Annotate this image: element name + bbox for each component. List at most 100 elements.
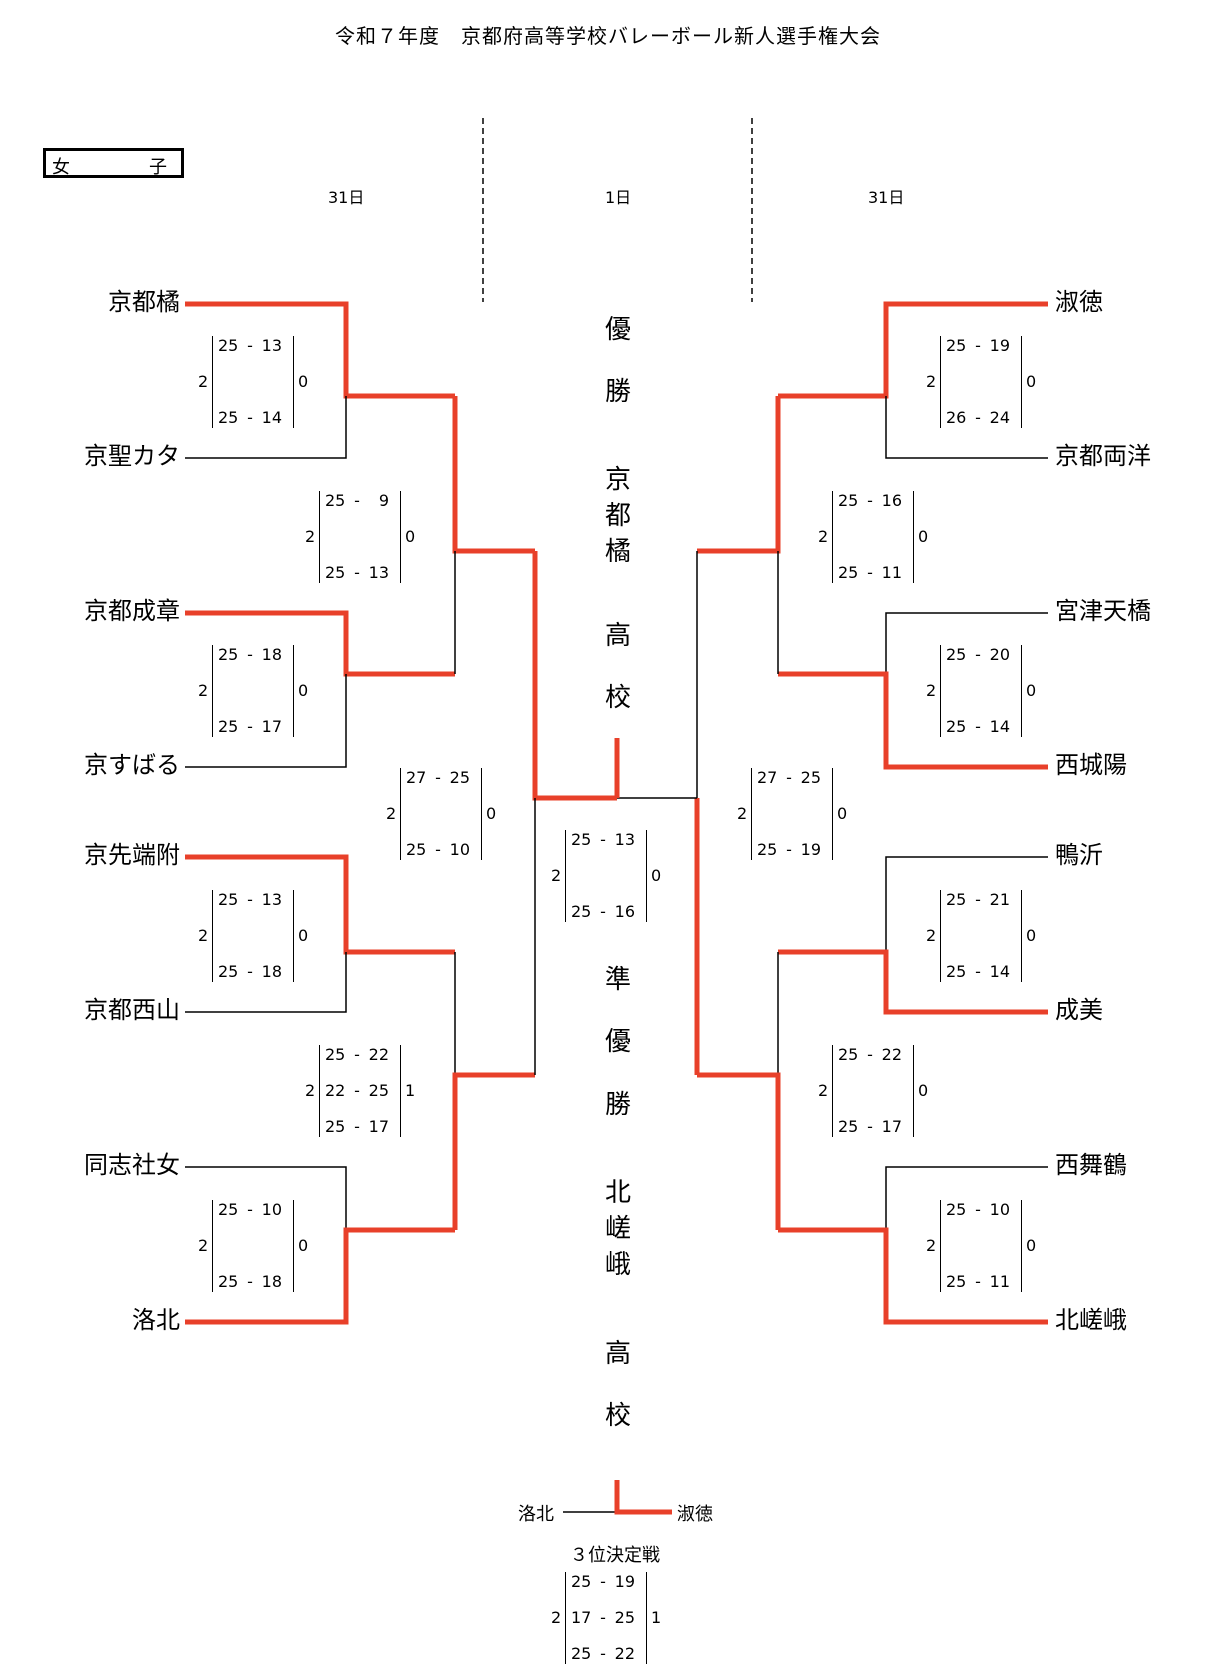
team-right-2: 京都両洋 [1055,442,1151,470]
set-points-b: 10 [449,840,470,859]
sets-won: 2 [926,681,937,700]
runnerup-label-2: 優 [604,1027,631,1057]
team-right-6: 成美 [1055,996,1103,1024]
set-dash: - [247,408,253,427]
set-points-b: 18 [261,1272,282,1291]
team-left-7: 同志社女 [84,1151,180,1179]
team-right-8: 北嵯峨 [1055,1306,1127,1334]
set-points-b: 22 [368,1045,389,1064]
set-score-row: 27-25 [757,768,821,788]
set-points-b: 10 [261,1200,282,1219]
set-score-row: 25-13 [218,336,282,356]
set-points-a: 25 [218,645,239,664]
set-points-a: 25 [218,717,239,736]
team-right-7: 西舞鶴 [1055,1151,1127,1179]
third-place-right-team: 淑徳 [677,1504,713,1525]
set-score-row: 25-13 [571,830,635,850]
sets-won: 2 [198,1236,209,1255]
team-left-5: 京先端附 [84,841,180,869]
set-dash: - [786,768,792,787]
sets-lost: 0 [1026,681,1037,700]
line-seibi-r1 [778,949,1048,1015]
line-nishijoyo-r1 [778,671,1048,770]
sets-lost: 0 [837,804,848,823]
runnerup-label-3: 勝 [604,1090,631,1120]
set-points-b: 22 [614,1644,635,1663]
set-score-row: 25-18 [218,645,282,665]
set-points-b: 17 [881,1117,902,1136]
set-dash: - [867,1045,873,1064]
set-points-b: 16 [881,491,902,510]
category-char-2: 子 [149,157,167,178]
set-points-b: 10 [989,1200,1010,1219]
set-score-row: 25-19 [757,840,821,860]
sets-lost: 0 [298,1236,309,1255]
set-score-row: 25-17 [838,1117,902,1137]
set-dash: - [247,890,253,909]
category-box: 女 子 [43,148,184,178]
set-dash: - [975,408,981,427]
set-dash: - [600,1608,606,1627]
set-score-row: 27-25 [406,768,470,788]
line-nishimaizuru-r1 [885,1166,1048,1230]
set-dash: - [867,1117,873,1136]
set-points-a: 25 [406,840,427,859]
set-points-b: 19 [800,840,821,859]
set-dash: - [247,717,253,736]
set-points-a: 25 [757,840,778,859]
set-score-row: 25-14 [946,717,1010,737]
set-score-row: 25-10 [406,840,470,860]
set-points-b: 19 [614,1572,635,1591]
sets-won: 2 [926,372,937,391]
set-dash: - [247,645,253,664]
line-kitasaga-r1 [778,1227,1048,1325]
set-points-b: 16 [614,902,635,921]
set-score-row: 25-13 [218,890,282,910]
set-points-a: 25 [325,1045,346,1064]
set-dash: - [786,840,792,859]
runnerup-school-1: 北 [604,1178,631,1208]
set-score-row: 25-10 [218,1200,282,1220]
line-l6-bottom [452,1072,535,1230]
sets-lost: 1 [405,1081,416,1100]
sets-lost: 0 [918,1081,929,1100]
sets-won: 2 [926,926,937,945]
sets-lost: 0 [651,866,662,885]
set-points-a: 25 [218,890,239,909]
set-points-a: 27 [406,768,427,787]
champion-school-3: 橘 [604,537,631,567]
sets-won: 2 [198,372,209,391]
set-score-row: 22-25 [325,1081,389,1101]
set-points-a: 25 [218,1272,239,1291]
team-right-3: 宮津天橋 [1055,597,1151,625]
set-score-row: 25-22 [571,1644,635,1664]
set-score-row: 26-24 [946,408,1010,428]
sets-won: 2 [551,1608,562,1627]
set-dash: - [975,1272,981,1291]
set-score-row: 25-11 [946,1272,1010,1292]
line-miyazuamanohashi-r1 [885,612,1048,674]
set-points-b: 25 [449,768,470,787]
sets-won: 2 [818,527,829,546]
set-points-b: 17 [261,717,282,736]
set-points-a: 25 [946,336,967,355]
set-points-a: 25 [838,1045,859,1064]
set-points-b: 13 [261,336,282,355]
set-dash: - [867,491,873,510]
sets-lost: 0 [405,527,416,546]
set-points-a: 25 [838,1117,859,1136]
